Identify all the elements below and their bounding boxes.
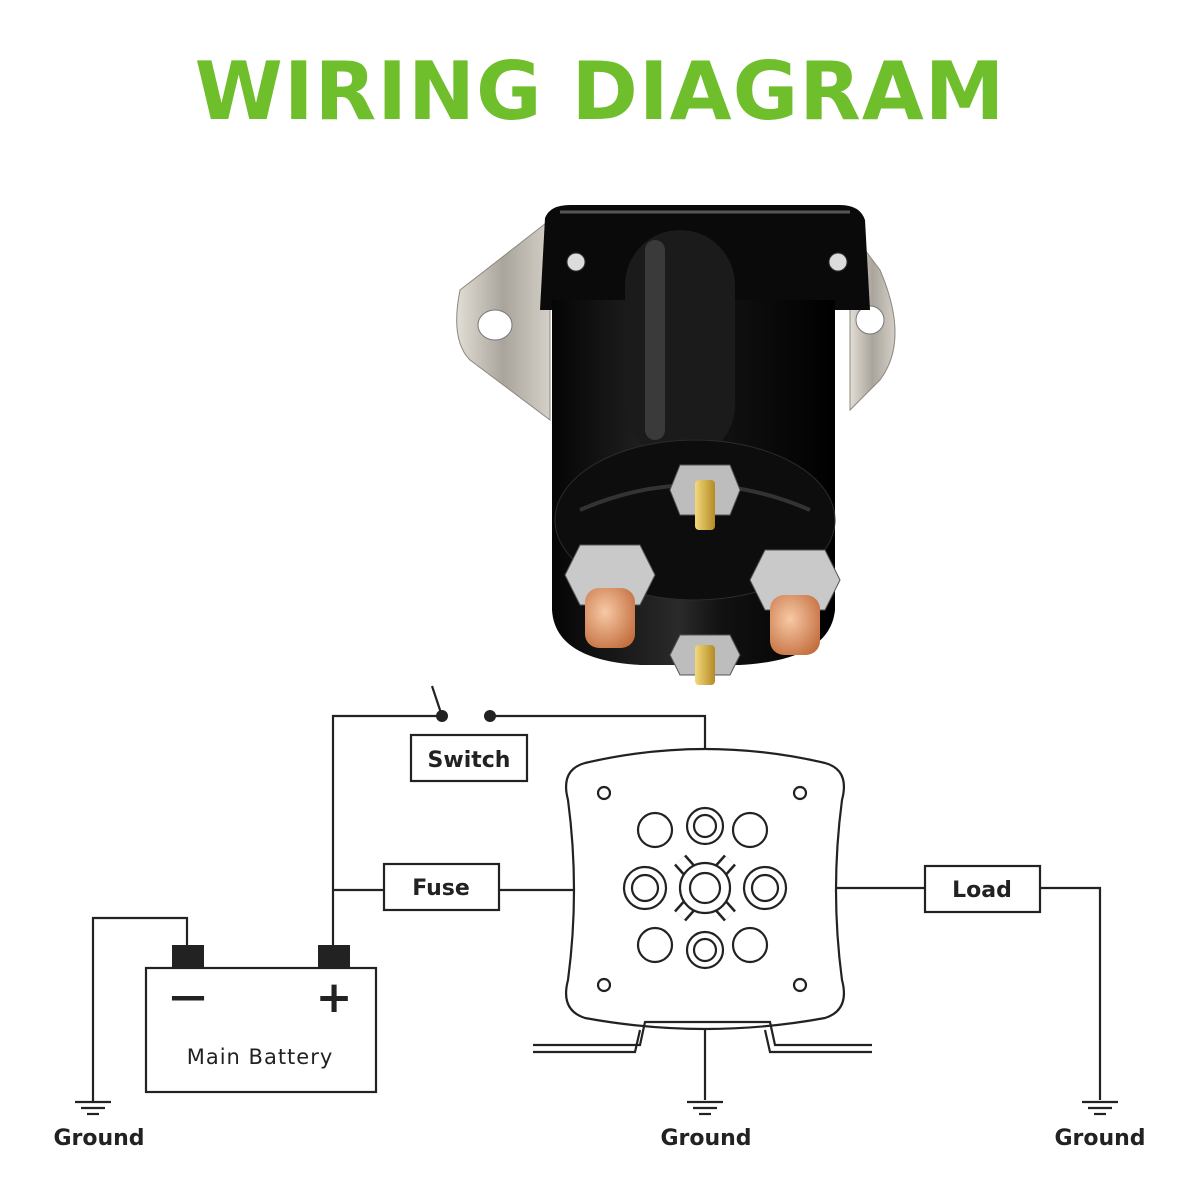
fuse-box — [382, 862, 501, 912]
solenoid-photo-icon — [456, 205, 896, 685]
battery-label: Main Battery — [187, 1045, 334, 1069]
ground-symbol-icon — [75, 1100, 111, 1116]
ground-symbol-icon — [687, 1100, 723, 1116]
load-label: Load — [952, 878, 1012, 903]
ground-center-label: Ground — [660, 1126, 751, 1151]
battery-negative-sign: — — [170, 976, 206, 1017]
switch-open-icon — [430, 685, 496, 722]
ground-left-label: Ground — [53, 1126, 144, 1151]
page-title: WIRING DIAGRAM — [194, 45, 1006, 138]
solenoid-schematic — [533, 747, 872, 1054]
switch-box — [409, 733, 529, 783]
battery-positive-sign: + — [316, 972, 353, 1023]
fuse-label: Fuse — [412, 876, 470, 901]
ground-right-label: Ground — [1054, 1126, 1145, 1151]
main-battery — [144, 945, 378, 1094]
ground-symbol-icon — [1082, 1100, 1118, 1116]
switch-label: Switch — [428, 748, 511, 773]
load-box — [923, 864, 1042, 914]
